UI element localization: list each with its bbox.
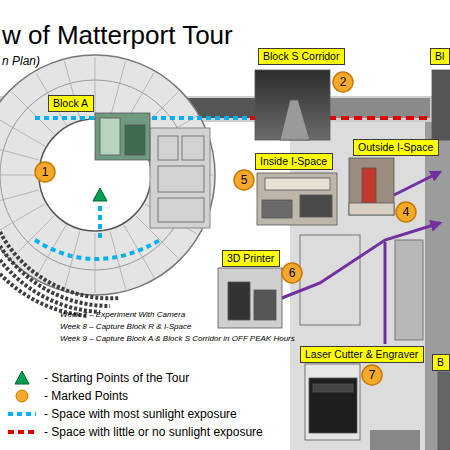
schedule-note: Week 8 – Capture Block R & I-Space xyxy=(60,322,191,331)
label-text: Block A xyxy=(53,97,88,109)
callout-number: 4 xyxy=(395,201,417,223)
callout-number: 1 xyxy=(34,161,56,183)
subtitle: n Plan) xyxy=(2,54,40,68)
callout-circle: 5 xyxy=(233,169,255,191)
label-text: Block S Corridor xyxy=(263,50,339,62)
location-label: Outside I-Space xyxy=(353,139,439,156)
callout-circle: 4 xyxy=(395,201,417,223)
label-text: Bl xyxy=(435,50,444,62)
callout-number: 7 xyxy=(361,364,383,386)
location-label: B xyxy=(432,354,450,371)
callout-circle: 6 xyxy=(281,262,303,284)
callout-circle: 1 xyxy=(34,161,56,183)
location-label: Block A xyxy=(48,95,94,112)
callout-circle: 7 xyxy=(361,364,383,386)
callout-number: 5 xyxy=(233,169,255,191)
schedule-note: Week 7 – Experiment With Camera xyxy=(60,310,185,319)
legend-text: - Marked Points xyxy=(44,388,128,404)
location-label: 3D Printer xyxy=(222,250,280,267)
legend-text: - Starting Points of the Tour xyxy=(44,370,189,386)
schedule-note: Week 9 – Capture Block A & Block S Corri… xyxy=(60,334,295,343)
label-text: Laser Cutter & Engraver xyxy=(305,348,418,360)
label-text: B xyxy=(437,356,444,368)
location-label: Inside I-Space xyxy=(255,153,333,170)
location-label: Laser Cutter & Engraver xyxy=(300,346,424,363)
legend-text: - Space with most sunlight exposure xyxy=(44,406,237,422)
callout-number: 6 xyxy=(281,262,303,284)
slide-title: w of Matterport Tour xyxy=(2,20,233,51)
callout-circle: 2 xyxy=(332,71,354,93)
location-label: Bl xyxy=(430,48,450,65)
label-text: Outside I-Space xyxy=(358,141,433,153)
legend-text: - Space with little or no sunlight expos… xyxy=(44,424,263,440)
label-text: Inside I-Space xyxy=(260,155,327,167)
location-label: Block S Corridor xyxy=(258,48,345,65)
label-text: 3D Printer xyxy=(227,252,274,264)
callout-number: 2 xyxy=(332,71,354,93)
